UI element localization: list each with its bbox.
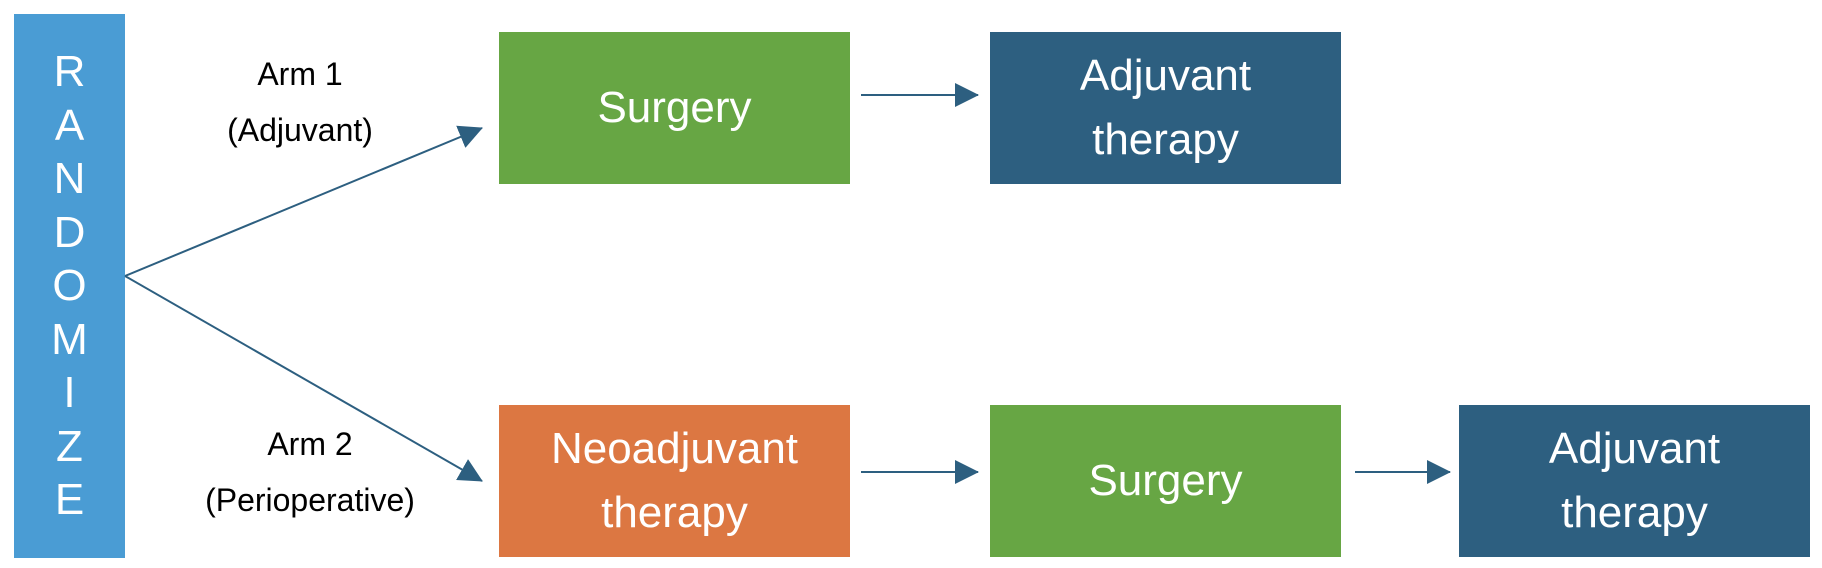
- randomize-letter: Z: [56, 421, 83, 471]
- randomize-letter: D: [53, 207, 86, 257]
- randomize-letter: I: [63, 368, 76, 418]
- arm2-label-line2: (Perioperative): [205, 482, 415, 518]
- randomize-letter: E: [54, 475, 85, 525]
- arm2-surgery-label: Surgery: [1088, 456, 1243, 505]
- arm1-surgery-box: Surgery: [499, 32, 850, 184]
- randomize-letter: A: [54, 100, 85, 150]
- arm2-adjuvant-box: Adjuvant therapy: [1459, 405, 1810, 557]
- arm1-adjuvant-box: Adjuvant therapy: [990, 32, 1341, 184]
- arm1-adjuvant-label-line1: Adjuvant: [1079, 51, 1252, 100]
- arm2-surgery-box: Surgery: [990, 405, 1341, 557]
- arm1-label-line2: (Adjuvant): [227, 112, 373, 148]
- arm2-label-line1: Arm 2: [267, 426, 353, 462]
- arm2-adjuvant-label-line1: Adjuvant: [1548, 424, 1721, 473]
- arm2-adjuvant-label-line2: therapy: [1561, 488, 1708, 537]
- arm1-surgery-label: Surgery: [597, 83, 752, 132]
- arm2-neoadjuvant-label-line1: Neoadjuvant: [550, 424, 799, 473]
- arm1-label-line1: Arm 1: [257, 56, 343, 92]
- arrow-randomize-to-arm2: [124, 275, 483, 482]
- arm2-neoadjuvant-box: Neoadjuvant therapy: [499, 405, 850, 557]
- randomize-letter: M: [51, 314, 88, 364]
- arrow-randomize-to-arm1: [124, 125, 483, 277]
- randomize-letter: N: [53, 154, 86, 204]
- arm1-label: Arm 1 (Adjuvant): [190, 46, 410, 158]
- randomize-bar: R A N D O M I Z E: [14, 14, 125, 558]
- arm1-adjuvant-label-line2: therapy: [1092, 115, 1239, 164]
- arm2-label: Arm 2 (Perioperative): [180, 416, 440, 528]
- randomize-letter: R: [53, 47, 86, 97]
- randomize-letter: O: [52, 261, 87, 311]
- arm2-neoadjuvant-label-line2: therapy: [601, 488, 748, 537]
